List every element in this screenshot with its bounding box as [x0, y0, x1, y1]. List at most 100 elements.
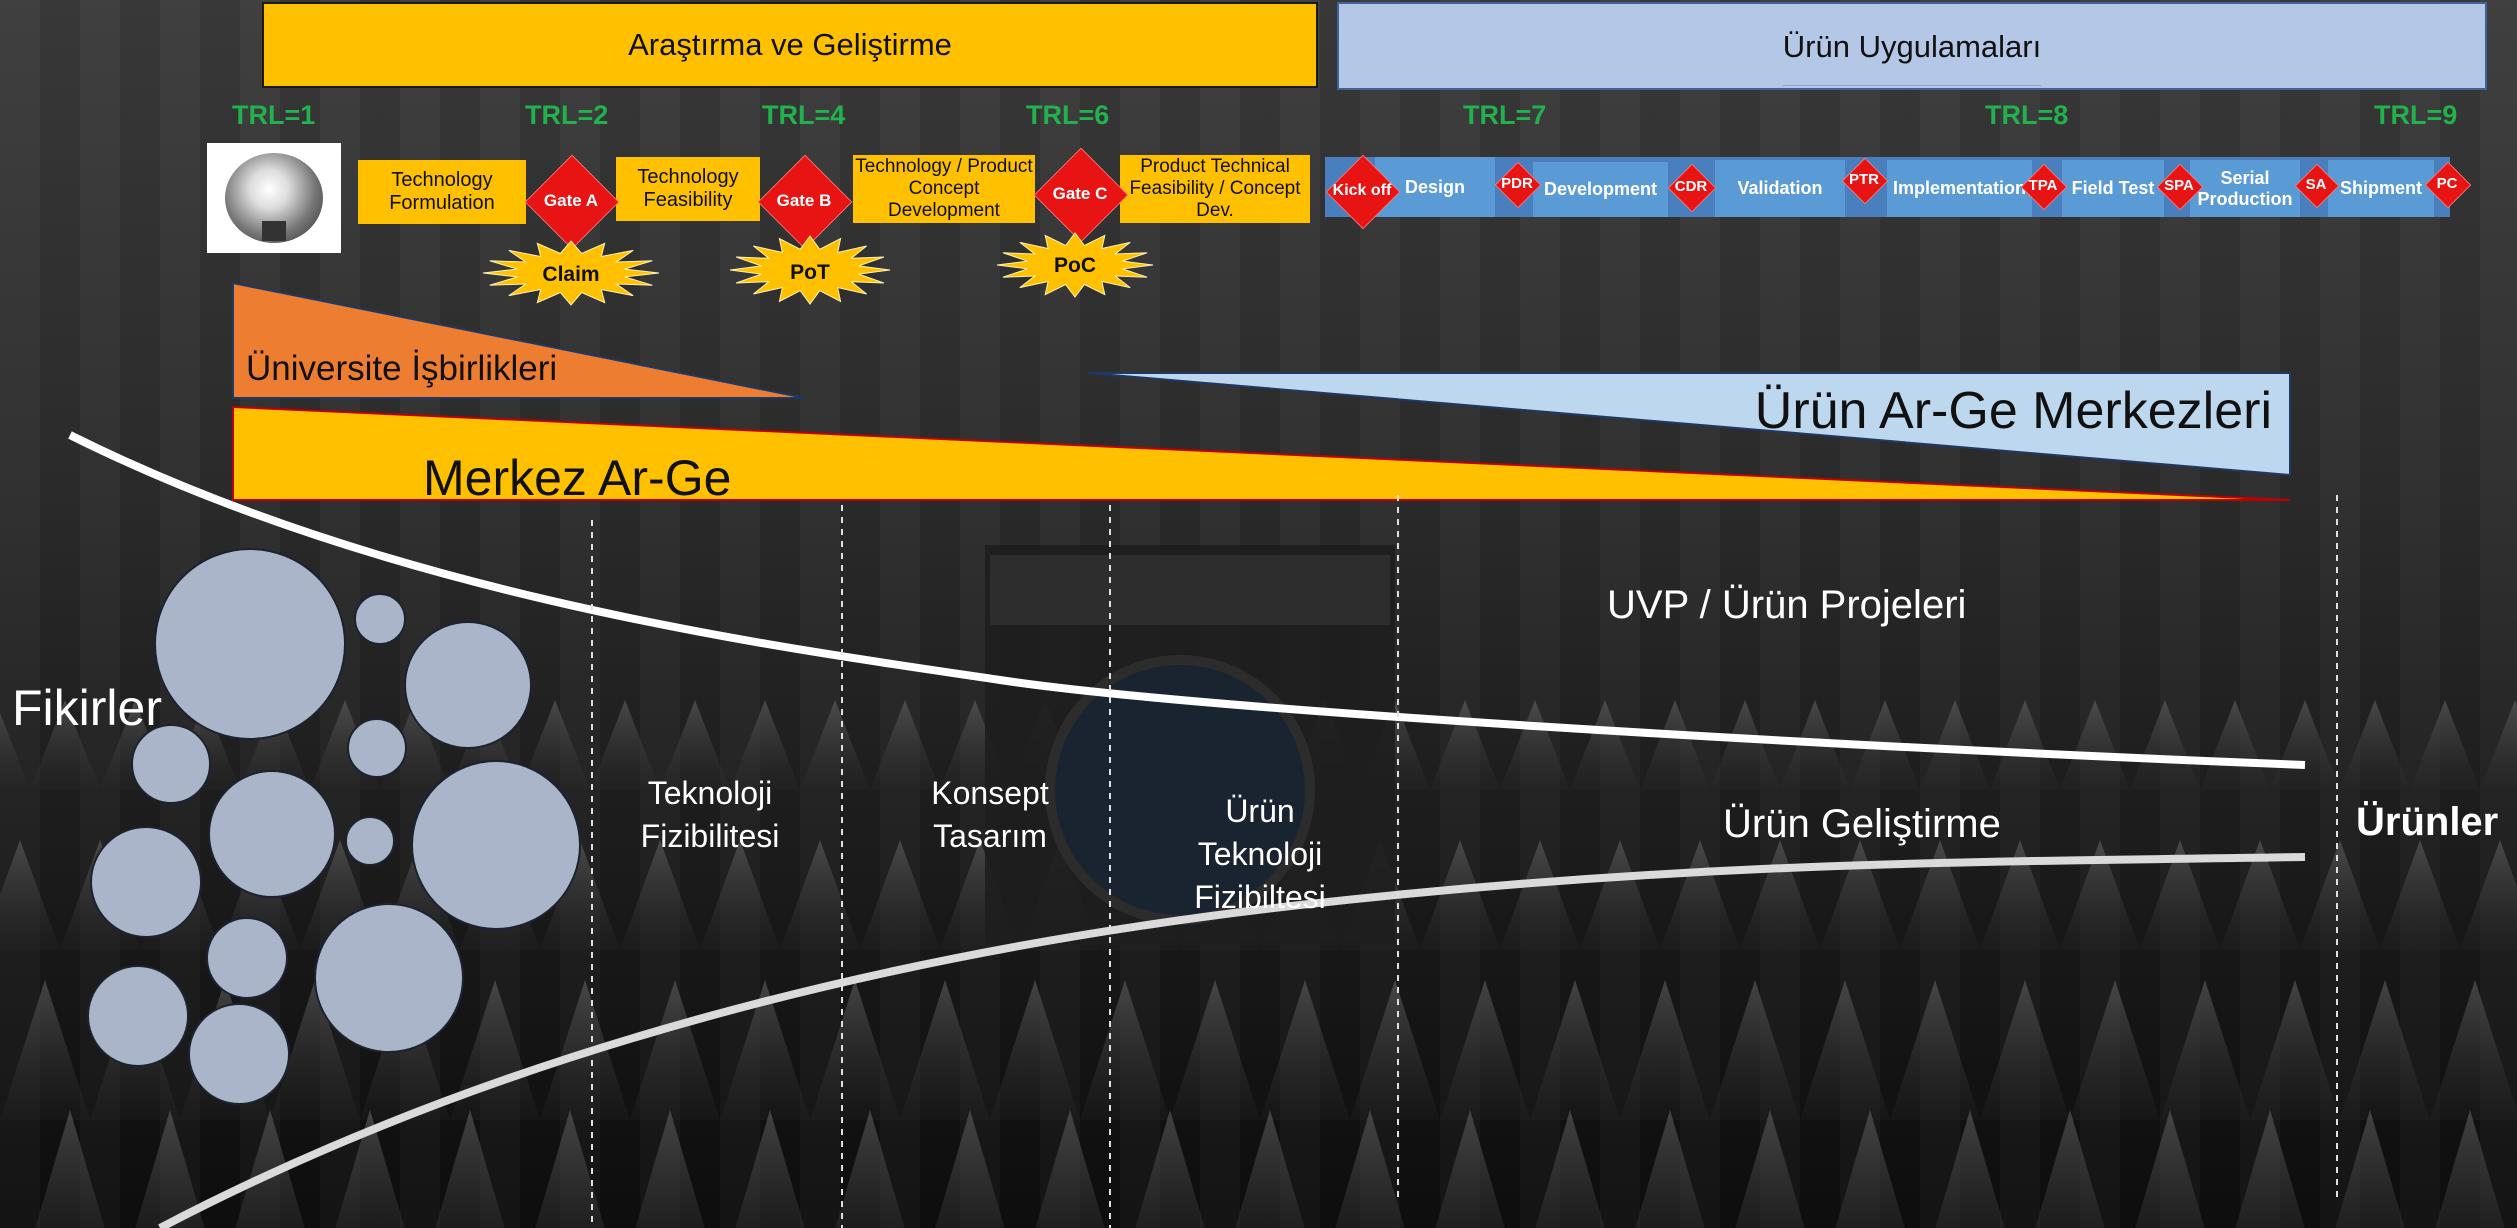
idea-bubble-icon	[208, 770, 336, 898]
products-label: Ürünler	[2356, 800, 2499, 844]
foam-cone-shape	[1635, 1110, 1705, 1228]
foam-cone-shape	[2130, 700, 2200, 790]
product-center-band	[1087, 372, 2291, 477]
product-step: Shipment	[2328, 160, 2434, 217]
starburst-icon	[482, 240, 660, 306]
idea-bubble-icon	[411, 760, 581, 930]
product-step: Validation	[1715, 160, 1845, 217]
foam-cone-shape	[2135, 1110, 2205, 1228]
trl-label: TRL=6	[1026, 100, 1110, 130]
university-label: Üniversite İşbirlikleri	[246, 349, 557, 388]
gate-c: Gate C	[1033, 147, 1129, 243]
foam-cone-shape	[135, 1110, 205, 1228]
projects-label: UVP / Ürün Projeleri	[1607, 583, 1967, 627]
foam-cone-shape	[1440, 980, 1530, 1120]
trl-label: TRL=1	[232, 100, 316, 130]
idea-bubble-icon	[188, 1003, 290, 1105]
foam-cone-shape	[900, 980, 990, 1120]
foam-cone-shape	[2410, 700, 2480, 790]
foam-cone-shape	[1990, 700, 2060, 790]
foam-cone-shape	[1710, 700, 1780, 790]
foam-cone-shape	[2070, 980, 2160, 1120]
idea-bubble-icon	[354, 593, 406, 645]
foam-cone-shape	[1920, 700, 1990, 790]
idea-bubble-icon	[87, 965, 189, 1067]
funnel-lower-curve	[158, 853, 2306, 1228]
rd-step: Technology Formulation	[358, 160, 526, 224]
foam-cone-shape	[0, 712, 30, 790]
foam-cone-shape	[2035, 1110, 2105, 1228]
idea-bubble-icon	[131, 724, 211, 804]
foam-cone-shape	[535, 1110, 605, 1228]
trl-label: TRL=4	[762, 100, 846, 130]
foam-cone-shape	[660, 700, 730, 790]
foam-cone-shape	[270, 980, 360, 1120]
foam-cone-shape	[2250, 980, 2340, 1120]
milestone-label: PoT	[790, 261, 830, 284]
milestone-layer: Claim PoT PoC	[482, 232, 1154, 306]
rd-step: Technology / Product Concept Development	[853, 155, 1035, 223]
foam-cone-shape	[35, 1110, 105, 1228]
gate-b: Gate B	[757, 154, 853, 250]
foam-cone-shape	[335, 1110, 405, 1228]
washing-machine-panel	[990, 555, 1390, 625]
product-step: Implementation	[1887, 160, 2032, 217]
foam-cone-shape	[2235, 1110, 2305, 1228]
foam-cone-shape	[2480, 700, 2517, 790]
foam-cone-shape	[1135, 1110, 1205, 1228]
foam-cone-shape	[1800, 980, 1890, 1120]
foam-cone-shape	[2200, 700, 2270, 790]
rd-step: Product Technical Feasibility / Concept …	[1120, 155, 1310, 223]
foam-cone-shape	[2335, 1110, 2405, 1228]
foam-cone-shape	[2060, 700, 2130, 790]
trl-label: TRL=7	[1463, 100, 1547, 130]
foam-cone-shape	[1580, 840, 1660, 950]
milestone-label: PoC	[1054, 254, 1096, 277]
gate-kick-off: Kick off	[1325, 154, 1401, 230]
ideas-label: Fikirler	[12, 680, 162, 736]
foam-cone-shape	[1710, 980, 1800, 1120]
light-bulb-icon	[207, 143, 341, 253]
foam-cone-shape	[0, 980, 90, 1120]
foam-cone-shape	[1740, 840, 1820, 950]
foam-cone-shape	[935, 1110, 1005, 1228]
foam-cone-shape	[1080, 980, 1170, 1120]
foam-cone-shape	[1660, 840, 1740, 950]
foam-cone-shape	[735, 1110, 805, 1228]
foam-cone-shape	[1620, 980, 1710, 1120]
foam-cone-shape	[2340, 980, 2430, 1120]
foam-cone-shape	[835, 1110, 905, 1228]
foam-cone-shape	[1335, 1110, 1405, 1228]
foam-cone-shape	[800, 700, 870, 790]
rd-title: Araştırma ve Geliştirme	[628, 27, 952, 62]
idea-bubble-icon	[345, 816, 395, 866]
foam-cone-shape	[0, 840, 60, 950]
tech-feasibility-label: Teknoloji Fizibilitesi	[640, 775, 780, 855]
foam-cone-shape	[1820, 840, 1900, 950]
foam-cone-shape	[1935, 1110, 2005, 1228]
foam-cone-shape	[1900, 840, 1980, 950]
foam-cone-shape	[435, 1110, 505, 1228]
trl-label: TRL=9	[2374, 100, 2458, 130]
foam-cone-shape	[2430, 980, 2517, 1120]
idea-bubble-icon	[314, 903, 464, 1053]
foam-cone-shape	[1835, 1110, 1905, 1228]
foam-cone-shape	[1530, 980, 1620, 1120]
gate-ptr: PTR	[1841, 157, 1889, 205]
funnel-upper-curve	[68, 431, 2306, 769]
starburst-icon	[996, 232, 1154, 298]
foam-cone-shape	[2435, 1110, 2505, 1228]
product-tech-feasibility-label: Ürün Teknoloji Fizibiltesi	[1194, 793, 1326, 916]
foam-cone-shape	[1260, 980, 1350, 1120]
idea-bubble-icon	[404, 621, 532, 749]
starburst-icon	[729, 235, 891, 305]
product-step: Field Test	[2062, 160, 2164, 217]
product-development-label: Ürün Geliştirme	[1723, 802, 2001, 846]
idea-bubble-icon	[347, 718, 407, 778]
foam-cone-shape	[1500, 700, 1570, 790]
foam-cone-shape	[1535, 1110, 1605, 1228]
foam-cone-shape	[540, 840, 620, 950]
foam-cone-shape	[990, 980, 1080, 1120]
foam-cone-shape	[630, 980, 720, 1120]
